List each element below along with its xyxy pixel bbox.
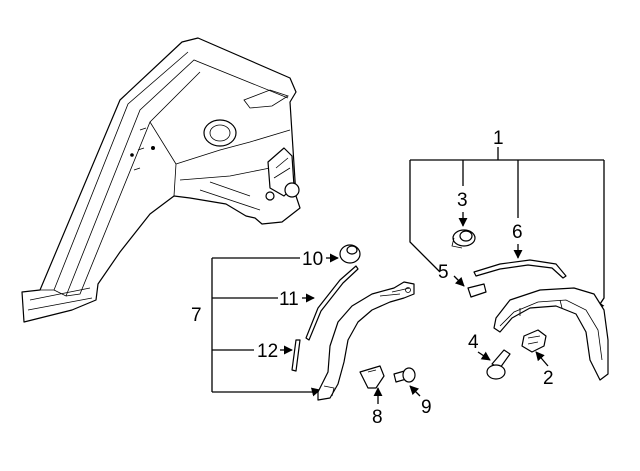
- callout-1-leader: [409, 147, 605, 311]
- callout-8: 8: [372, 407, 383, 428]
- wheel-flare-part-1: [493, 287, 609, 381]
- strip-part-12: [291, 339, 301, 372]
- pad-part-5: [467, 283, 487, 298]
- grommet-part-3: [451, 229, 476, 249]
- screw-part-4: [486, 349, 511, 380]
- callout-3: 3: [457, 190, 468, 211]
- callout-11: 11: [279, 289, 299, 310]
- liner-part-7: [317, 281, 415, 401]
- strip-part-11: [305, 265, 359, 341]
- callout-2: 2: [543, 368, 554, 389]
- callout-4: 4: [468, 332, 479, 353]
- clip-part-10: [339, 244, 361, 264]
- quarter-panel: [21, 37, 301, 323]
- callout-10: 10: [302, 249, 323, 270]
- callout-7: 7: [191, 305, 202, 326]
- callout-7-leader: [211, 257, 321, 397]
- screw-part-9: [393, 367, 416, 383]
- callout-1: 1: [493, 128, 504, 149]
- callout-12: 12: [257, 341, 278, 362]
- callout-9: 9: [421, 397, 432, 418]
- bracket-part-8: [359, 365, 385, 389]
- molding-part-6: [473, 259, 567, 279]
- callout-6: 6: [512, 222, 523, 243]
- callout-5: 5: [438, 262, 449, 283]
- clip-part-2: [521, 329, 547, 353]
